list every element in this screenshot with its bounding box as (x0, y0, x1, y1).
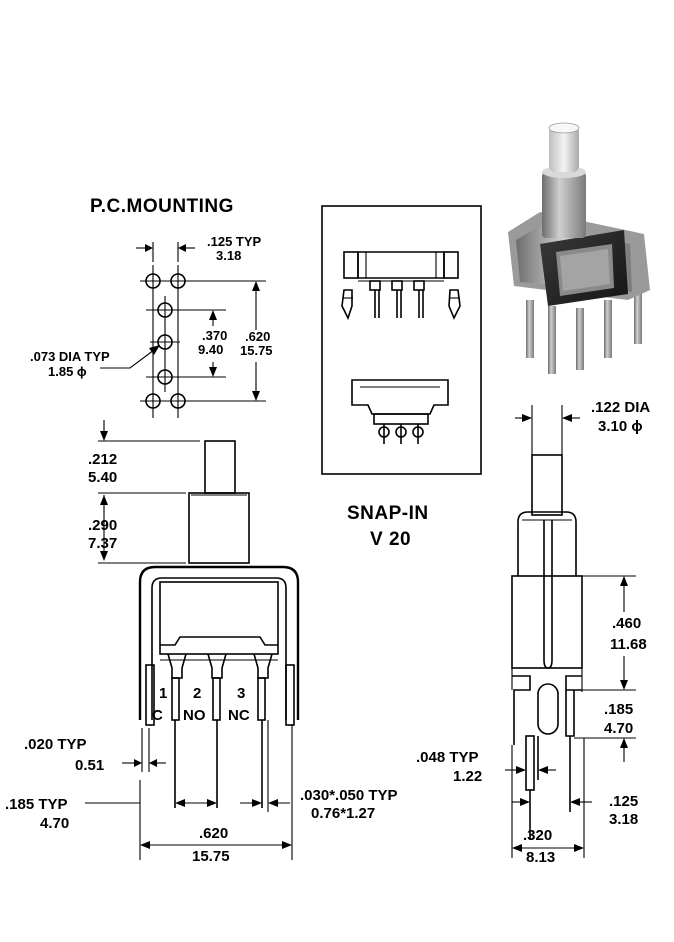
snap-in-box (321, 205, 482, 475)
pc-mounting-footprint: P.C.MOUNTING .125 TYP 3.18 (30, 196, 273, 418)
side-offset-mm: 4.70 (604, 720, 633, 737)
pin-1-number: 1 (159, 685, 167, 702)
hole (170, 393, 186, 409)
bushing-height-in: .290 (88, 517, 117, 534)
snap-in-title: SNAP-IN (347, 503, 429, 524)
pin-width-in: .030*.050 TYP (300, 787, 398, 804)
hole (170, 273, 186, 289)
side-bracket-mm: 3.18 (609, 811, 638, 828)
pin-thickness-in: .020 TYP (24, 736, 87, 753)
pin-spacing-mm: 4.70 (40, 815, 69, 832)
front-view: .212 5.40 .290 7.37 1 C 2 NO 3 NC (5, 420, 398, 865)
pc-mounting-title: P.C.MOUNTING (90, 196, 234, 217)
snap-in-side-sketch (341, 251, 461, 321)
overall-width-in: .620 (199, 825, 228, 842)
side-plunger-dia-in: .122 DIA (591, 399, 650, 416)
pc-pitch-in: .125 TYP (207, 234, 262, 249)
pc-pitch-mm: 3.18 (216, 248, 241, 263)
snap-in-subtitle: V 20 (370, 529, 411, 550)
pin-2-number: 2 (193, 685, 201, 702)
side-body-height-mm: 11.68 (610, 636, 647, 653)
side-pin-mm: 1.22 (453, 768, 482, 785)
hole (145, 273, 161, 289)
pc-inner-span-in: .370 (202, 328, 227, 343)
pc-hole-dia-in: .073 DIA TYP (30, 349, 110, 364)
plunger-height-mm: 5.40 (88, 469, 117, 486)
bushing-height-mm: 7.37 (88, 535, 117, 552)
hole (145, 393, 161, 409)
pin-2-label: NO (183, 707, 206, 724)
side-width-in: .320 (523, 827, 552, 844)
pin-thickness-mm: 0.51 (75, 757, 104, 774)
side-bracket-in: .125 (609, 793, 638, 810)
side-pin-in: .048 TYP (416, 749, 479, 766)
overall-width-mm: 15.75 (192, 848, 230, 865)
pc-hole-dia-mm: 1.85 ϕ (48, 364, 87, 379)
side-offset-in: .185 (604, 701, 633, 718)
plunger-height-in: .212 (88, 451, 117, 468)
side-width-mm: 8.13 (526, 849, 555, 866)
side-plunger-dia-mm: 3.10 ϕ (598, 418, 643, 435)
switch-photo (508, 122, 650, 374)
pin-3-label: NC (228, 707, 250, 724)
side-body-height-in: .460 (612, 615, 641, 632)
pin-spacing-in: .185 TYP (5, 796, 68, 813)
pin-1-label: C (152, 707, 163, 724)
mounting-holes (140, 265, 226, 418)
pc-inner-span-mm: 9.40 (198, 342, 223, 357)
pc-outer-span-in: .620 (245, 329, 270, 344)
pin-3-number: 3 (237, 685, 245, 702)
snap-in-bottom-sketch (351, 379, 449, 444)
pin-width-mm: 0.76*1.27 (311, 805, 375, 822)
pc-outer-span-mm: 15.75 (240, 343, 273, 358)
side-view: .122 DIA 3.10 ϕ .460 11.68 .185 (416, 399, 650, 866)
